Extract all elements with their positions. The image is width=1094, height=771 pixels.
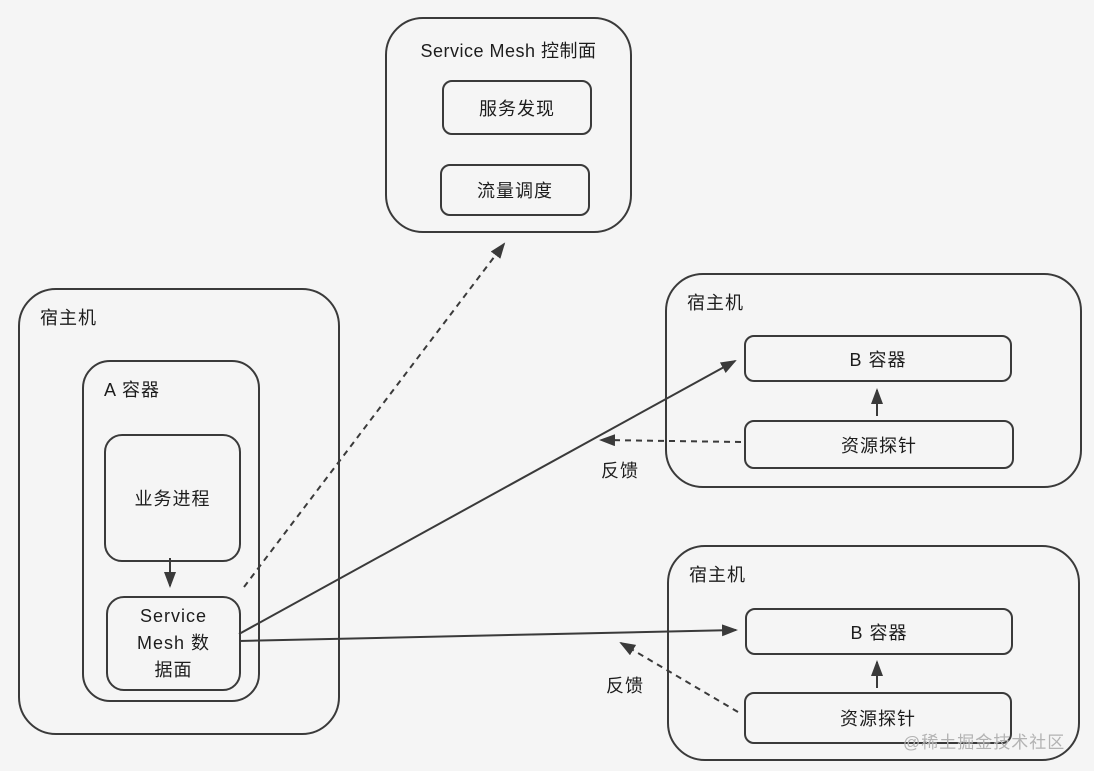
mesh-dataplane-box: Service Mesh 数据面 — [106, 596, 241, 691]
resource-probe-top-label: 资源探针 — [841, 435, 917, 456]
host-a-box: 宿主机 A 容器 业务进程 Service Mesh 数据面 — [18, 288, 340, 735]
container-b-bottom-label: B 容器 — [850, 622, 908, 643]
mesh-dataplane-label: Service Mesh 数据面 — [136, 606, 211, 680]
feedback-label-top: 反馈 — [601, 461, 639, 481]
feedback-label-bottom: 反馈 — [606, 676, 644, 696]
resource-probe-top-box: 资源探针 — [744, 420, 1014, 469]
host-a-title: 宿主机 — [40, 308, 97, 328]
business-process-box: 业务进程 — [104, 434, 241, 562]
service-discovery-label: 服务发现 — [479, 98, 555, 119]
host-b-bottom-title: 宿主机 — [689, 565, 746, 585]
watermark: @稀土掘金技术社区 — [903, 733, 1066, 752]
container-a-box: A 容器 业务进程 Service Mesh 数据面 — [82, 360, 260, 702]
service-discovery-box: 服务发现 — [442, 80, 592, 135]
host-b-bottom-box: 宿主机 B 容器 资源探针 — [667, 545, 1080, 761]
business-process-label: 业务进程 — [134, 489, 211, 509]
resource-probe-bottom-box: 资源探针 — [744, 692, 1012, 744]
host-b-top-box: 宿主机 B 容器 资源探针 — [665, 273, 1082, 488]
container-b-top-label: B 容器 — [849, 349, 907, 370]
container-b-bottom-box: B 容器 — [745, 608, 1013, 655]
traffic-scheduling-box: 流量调度 — [440, 164, 590, 216]
traffic-scheduling-label: 流量调度 — [477, 181, 553, 201]
container-b-top-box: B 容器 — [744, 335, 1012, 382]
control-plane-box: Service Mesh 控制面 服务发现 流量调度 — [385, 17, 632, 233]
control-plane-title: Service Mesh 控制面 — [420, 41, 597, 61]
host-b-top-title: 宿主机 — [687, 293, 744, 313]
resource-probe-bottom-label: 资源探针 — [840, 709, 916, 729]
container-a-title: A 容器 — [104, 380, 161, 400]
